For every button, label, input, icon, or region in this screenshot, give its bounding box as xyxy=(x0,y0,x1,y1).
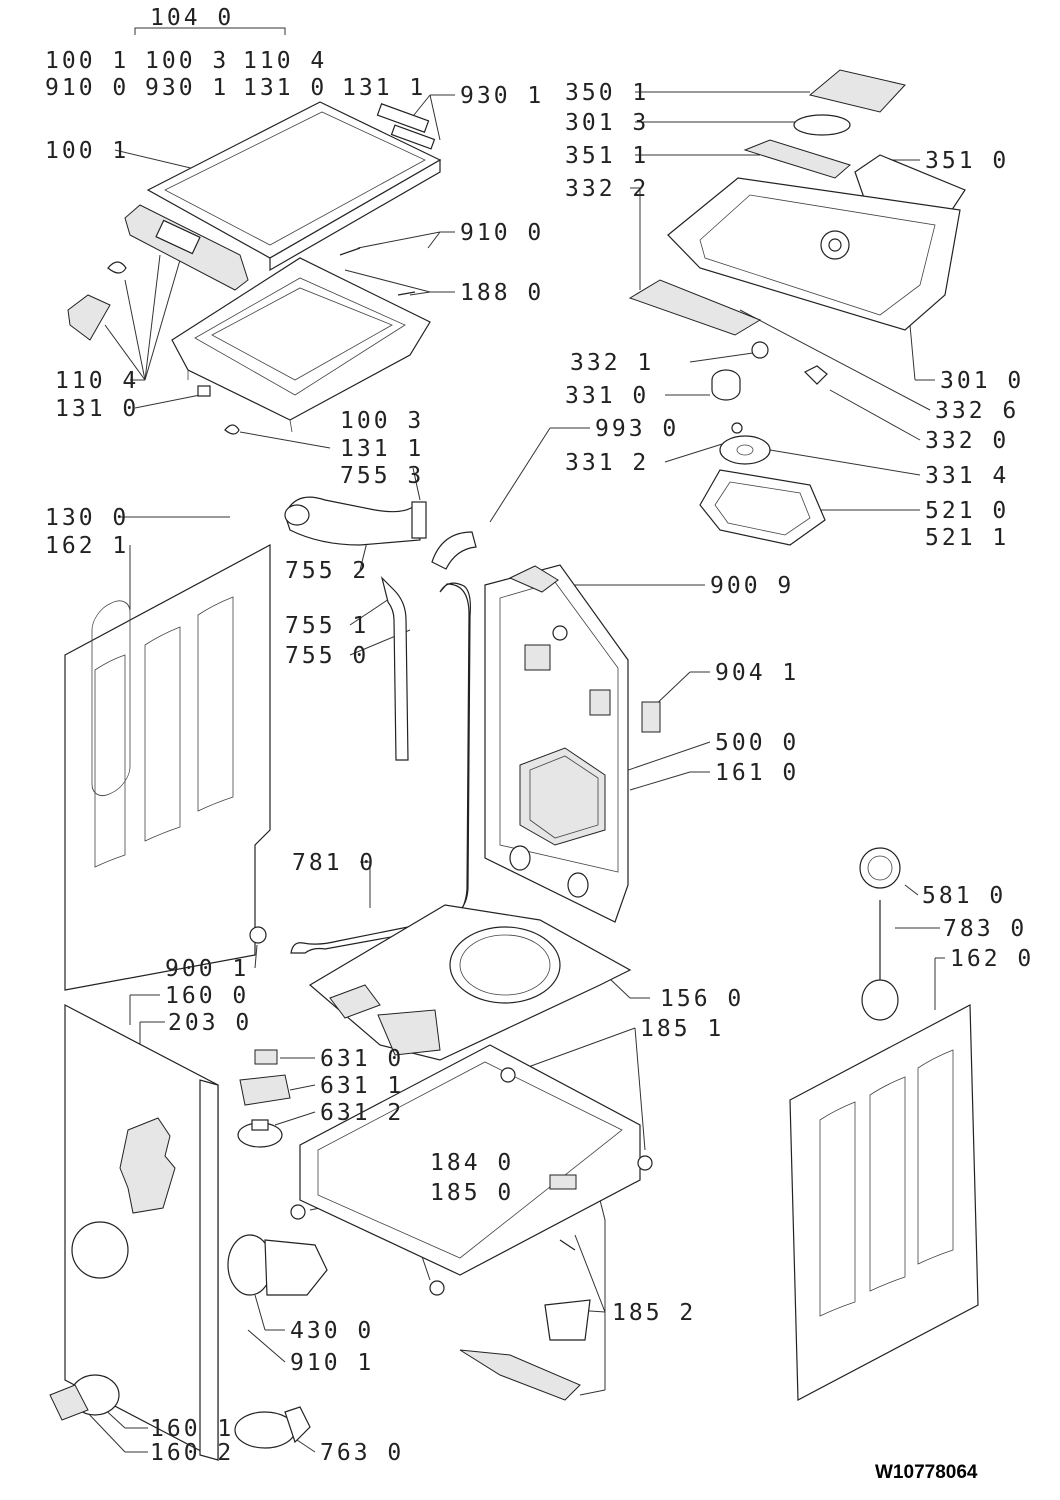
callout-label: 581 0 xyxy=(922,883,1006,909)
top-frame xyxy=(171,257,431,433)
hinge-clip-left xyxy=(107,261,127,274)
callout-label: 755 1 xyxy=(285,613,369,639)
callout-label: 301 0 xyxy=(940,368,1024,394)
callout-label: 203 0 xyxy=(168,1010,252,1036)
header-label-row2-b: 930 1 xyxy=(145,75,229,101)
front-access-parts xyxy=(49,926,291,1421)
callout-label: 631 0 xyxy=(320,1046,404,1072)
header-label-row1-c: 110 4 xyxy=(243,48,327,74)
callout-label: 910 1 xyxy=(290,1350,374,1376)
callout-label: 351 0 xyxy=(925,148,1009,174)
callout-label: 162 0 xyxy=(950,946,1034,972)
callout-label: 781 0 xyxy=(292,850,376,876)
callout-label: 900 1 xyxy=(165,956,249,982)
callout-label: 188 0 xyxy=(460,280,544,306)
callout-label: 185 2 xyxy=(612,1300,696,1326)
callout-label: 430 0 xyxy=(290,1318,374,1344)
header-label-row2-c: 131 0 xyxy=(243,75,327,101)
callout-label: 160 2 xyxy=(150,1440,234,1466)
callout-label: 930 1 xyxy=(460,83,544,109)
handle-part xyxy=(67,294,111,341)
header-label-row2-d: 131 1 xyxy=(342,75,426,101)
callout-label: 331 2 xyxy=(565,450,649,476)
header-label-row1-a: 100 1 xyxy=(45,48,129,74)
drum-wheel-parts xyxy=(859,847,901,1021)
callout-label: 332 2 xyxy=(565,176,649,202)
callout-label: 331 4 xyxy=(925,463,1009,489)
callout-label: 131 0 xyxy=(55,396,139,422)
top-lid xyxy=(146,101,442,272)
callout-labels: 930 1 100 1 910 0 188 0 110 4 131 0 100 … xyxy=(45,80,1034,1466)
callout-label: 631 2 xyxy=(320,1100,404,1126)
callout-label: 100 3 xyxy=(340,408,424,434)
callout-label: 900 9 xyxy=(710,573,794,599)
callout-label: 130 0 xyxy=(45,505,129,531)
callout-label: 904 1 xyxy=(715,660,799,686)
callout-label: 500 0 xyxy=(715,730,799,756)
door-lock-parts xyxy=(459,1174,591,1401)
small-springs xyxy=(197,103,436,435)
callout-label: 331 0 xyxy=(565,383,649,409)
callout-label: 351 1 xyxy=(565,143,649,169)
hoses-and-bellows xyxy=(284,496,477,954)
side-panel-right xyxy=(789,1004,979,1401)
callout-label: 100 1 xyxy=(45,138,129,164)
callout-label: 332 6 xyxy=(935,398,1019,424)
callout-label: 631 1 xyxy=(320,1073,404,1099)
base-frame xyxy=(290,1044,653,1296)
callout-label: 993 0 xyxy=(595,416,679,442)
callout-label: 521 1 xyxy=(925,525,1009,551)
base-tray xyxy=(308,904,632,1061)
callout-label: 332 1 xyxy=(570,350,654,376)
callout-label: 185 1 xyxy=(640,1016,724,1042)
callout-label: 184 0 xyxy=(430,1150,514,1176)
rear-panel xyxy=(484,564,661,923)
document-number: W10778064 xyxy=(875,1462,978,1483)
callout-label: 160 1 xyxy=(150,1416,234,1442)
control-panel-parts xyxy=(628,69,966,546)
header-label-row2-a: 910 0 xyxy=(45,75,129,101)
callout-label: 301 3 xyxy=(565,110,649,136)
callout-label: 350 1 xyxy=(565,80,649,106)
callout-label: 162 1 xyxy=(45,533,129,559)
callout-label: 332 0 xyxy=(925,428,1009,454)
drain-pump xyxy=(227,1234,328,1449)
callout-label: 110 4 xyxy=(55,368,139,394)
callout-label: 131 1 xyxy=(340,436,424,462)
callout-label: 521 0 xyxy=(925,498,1009,524)
header-labels: 104 0 100 1 100 3 110 4 910 0 930 1 131 … xyxy=(45,5,426,101)
lid-front-trim xyxy=(124,204,249,291)
callout-label: 763 0 xyxy=(320,1440,404,1466)
callout-label: 755 2 xyxy=(285,558,369,584)
header-label-top: 104 0 xyxy=(150,5,234,31)
callout-label: 161 0 xyxy=(715,760,799,786)
front-panel xyxy=(64,1004,219,1461)
side-panel-left xyxy=(64,543,271,991)
header-label-row1-b: 100 3 xyxy=(145,48,229,74)
callout-label: 156 0 xyxy=(660,986,744,1012)
callout-label: 783 0 xyxy=(943,916,1027,942)
electronic-module xyxy=(519,747,606,846)
callout-label: 185 0 xyxy=(430,1180,514,1206)
callout-label: 160 0 xyxy=(165,983,249,1009)
callout-label: 755 0 xyxy=(285,643,369,669)
callout-label: 755 3 xyxy=(340,463,424,489)
callout-label: 910 0 xyxy=(460,220,544,246)
